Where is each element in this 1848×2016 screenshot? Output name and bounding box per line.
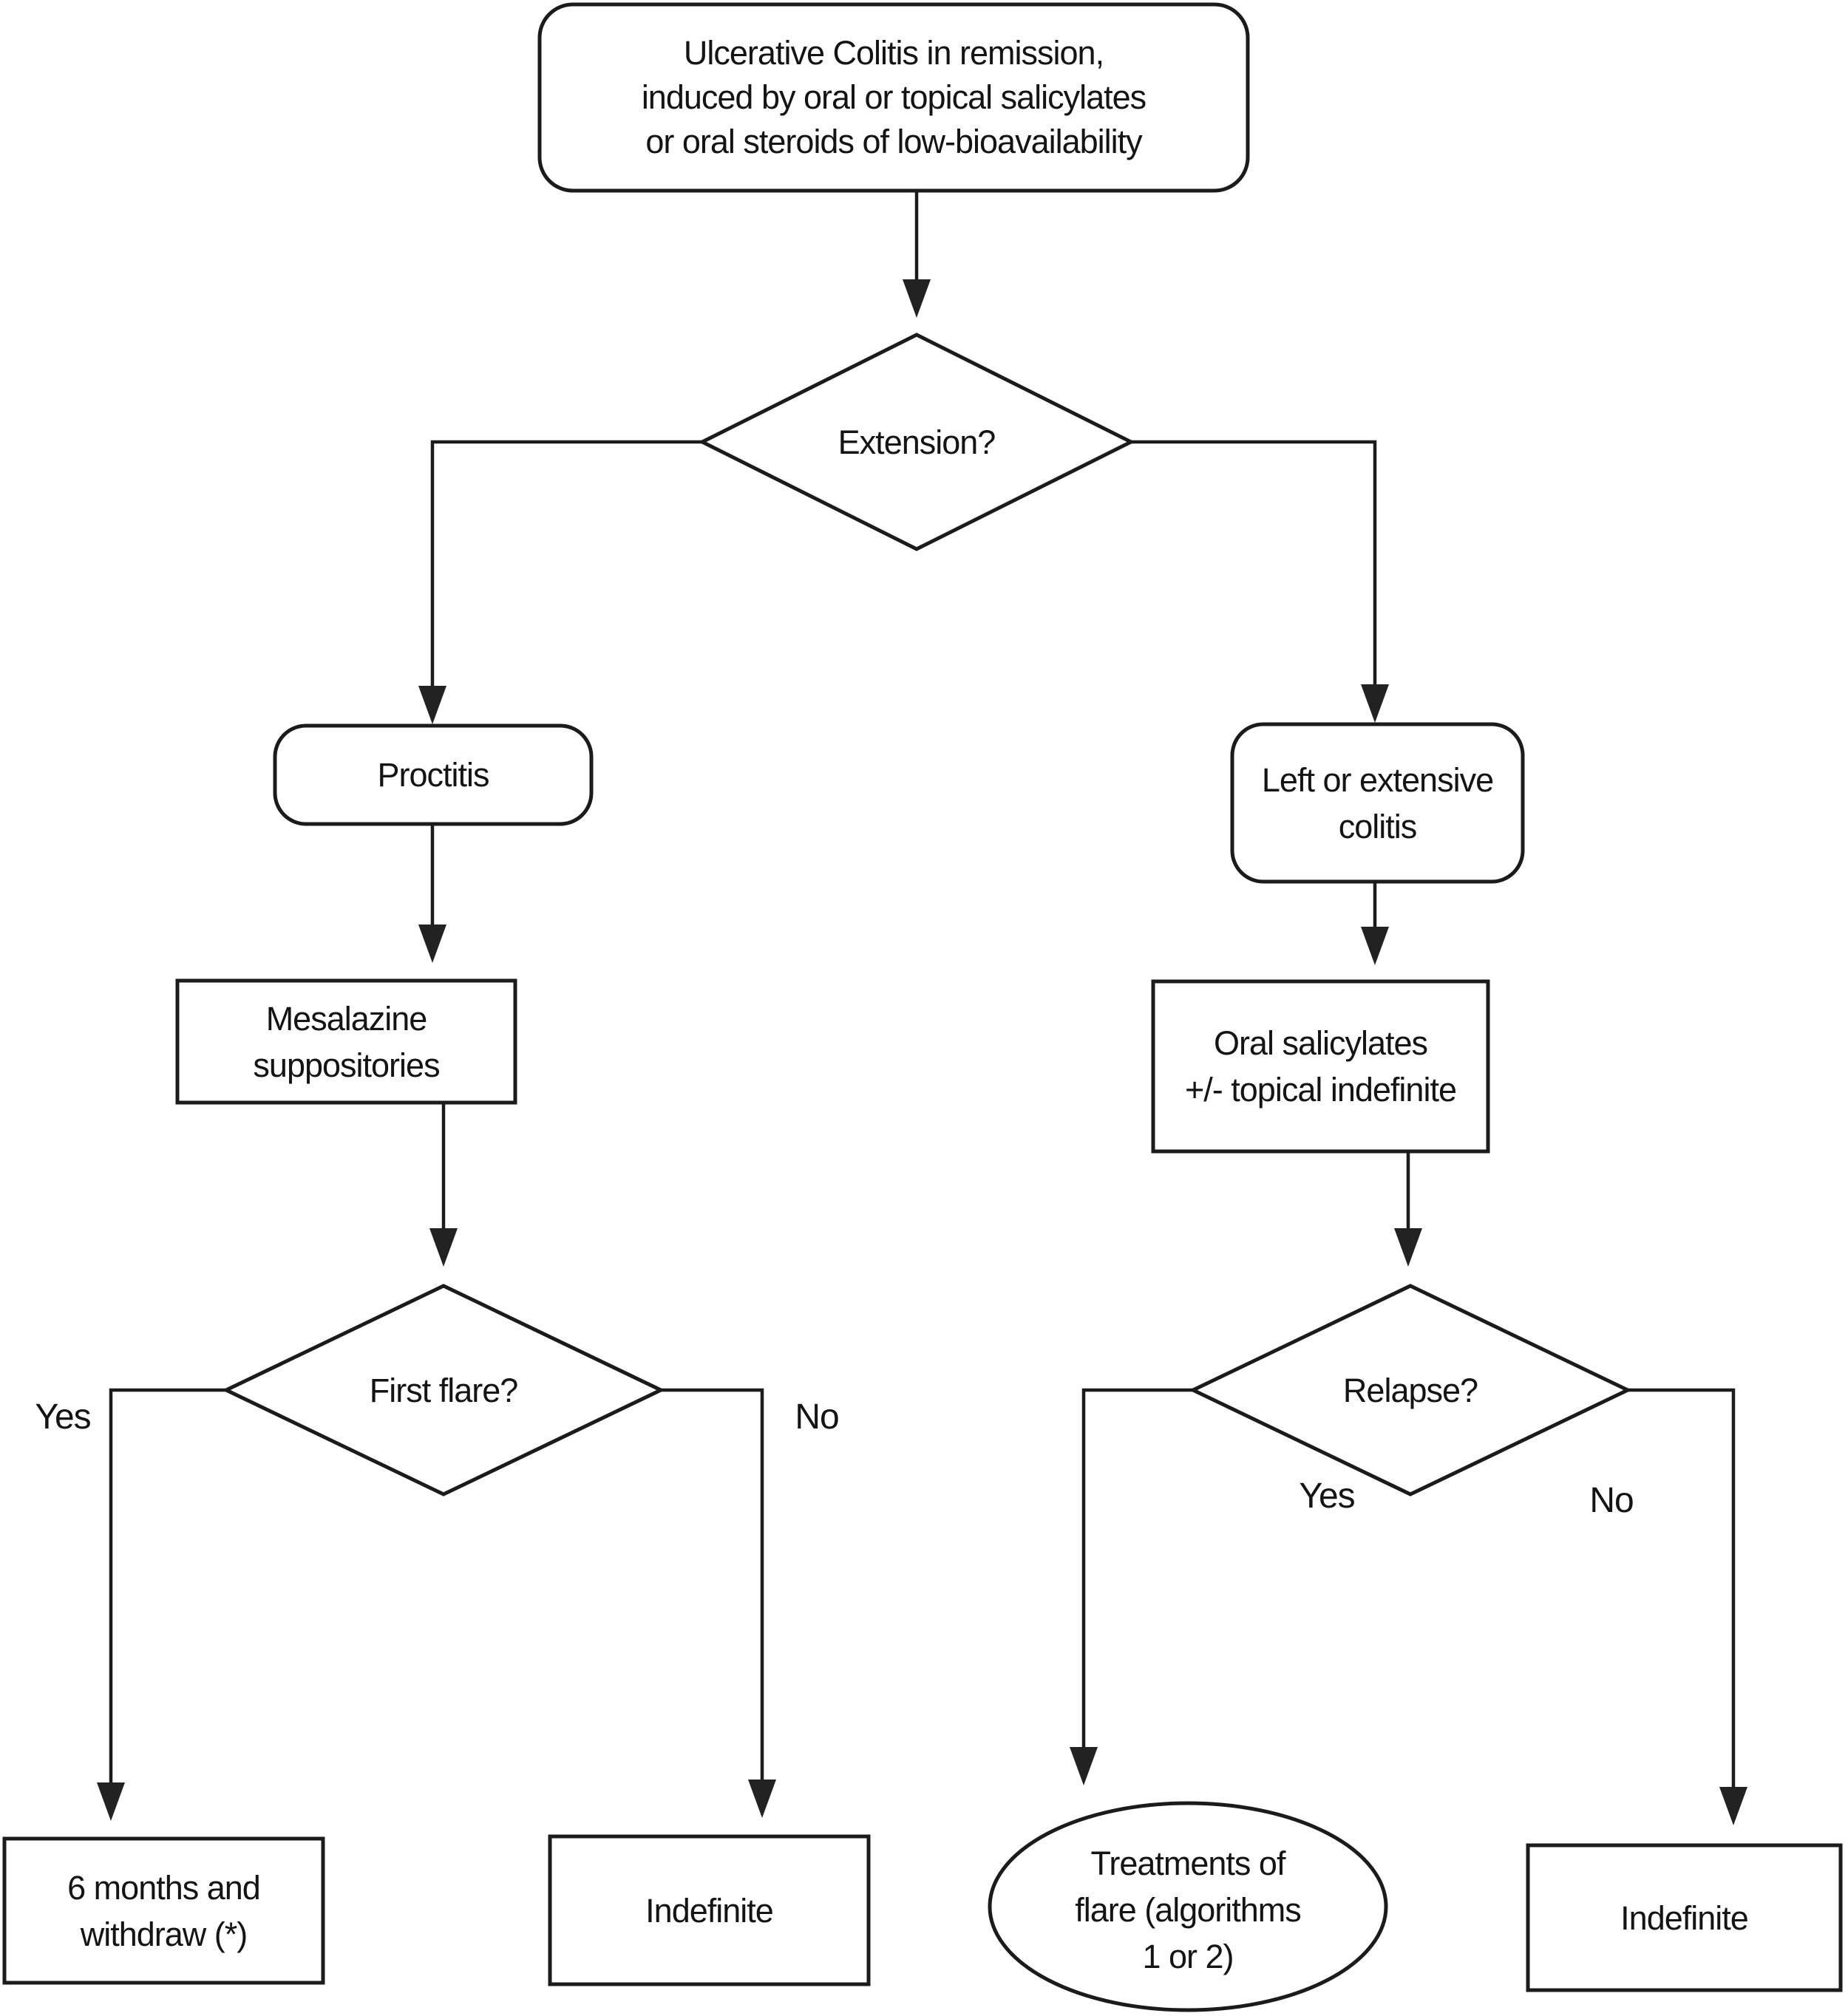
arrowhead-oral-to-relapse bbox=[1394, 1228, 1422, 1267]
arrowhead-left-colitis-to-oral bbox=[1361, 927, 1389, 965]
six-months-node-label: 6 months and withdraw (*) bbox=[67, 1868, 261, 1953]
indefinite-left-node-shape bbox=[548, 1834, 871, 1986]
edge-first-flare-no bbox=[661, 1388, 764, 1781]
arrowhead-first-flare-no bbox=[748, 1780, 776, 1818]
start-node-shape bbox=[537, 2, 1250, 193]
six-months-node-shape bbox=[2, 1836, 325, 1985]
first-flare-yes-label: Yes bbox=[35, 1397, 91, 1437]
proctitis-node-label: Proctitis bbox=[377, 756, 489, 794]
relapse-yes-label: Yes bbox=[1299, 1476, 1355, 1516]
relapse-no-label: No bbox=[1589, 1480, 1634, 1520]
first-flare-no-label: No bbox=[795, 1397, 839, 1437]
mesalazine-node-label: Mesalazine suppositories bbox=[253, 999, 440, 1084]
edge-extension-to-left-colitis bbox=[1131, 440, 1377, 686]
arrowhead-extension-to-proctitis bbox=[418, 686, 446, 724]
left-colitis-node-shape bbox=[1230, 722, 1525, 884]
oral-salicylates-node-label: Oral salicylates +/- topical indefinite bbox=[1185, 1024, 1457, 1109]
oral-salicylates-node-shape bbox=[1151, 979, 1490, 1154]
indefinite-right-node-shape bbox=[1526, 1843, 1843, 1992]
edge-extension-to-proctitis bbox=[430, 440, 702, 687]
indefinite-right-node-label: Indefinite bbox=[1620, 1898, 1749, 1937]
extension-decision-label: Extension? bbox=[838, 423, 996, 461]
edge-relapse-yes bbox=[1081, 1388, 1193, 1748]
arrowhead-extension-to-left-colitis bbox=[1361, 684, 1389, 723]
mesalazine-node-shape bbox=[175, 978, 517, 1105]
extension-decision-shape bbox=[698, 333, 1135, 551]
arrowhead-proctitis-to-mesalazine bbox=[418, 924, 446, 963]
arrowhead-relapse-no bbox=[1719, 1787, 1747, 1825]
arrowhead-relapse-yes bbox=[1070, 1747, 1098, 1785]
indefinite-left-node-label: Indefinite bbox=[645, 1891, 774, 1930]
left-colitis-node-label: Left or extensive colitis bbox=[1261, 760, 1494, 845]
relapse-decision-shape bbox=[1189, 1284, 1632, 1496]
treatments-flare-node-label: Treatments of flare (algorithms 1 or 2) bbox=[1075, 1844, 1302, 1975]
edge-first-flare-yes bbox=[109, 1388, 226, 1784]
treatments-flare-node-shape bbox=[988, 1801, 1388, 2012]
first-flare-decision-label: First flare? bbox=[369, 1371, 519, 1409]
edge-relapse-no bbox=[1628, 1388, 1736, 1788]
start-node-label: Ulcerative Colitis in remission, induced… bbox=[641, 34, 1146, 160]
arrowhead-first-flare-yes bbox=[97, 1782, 125, 1821]
arrowhead-mesalazine-to-first-flare bbox=[429, 1228, 458, 1267]
relapse-decision-label: Relapse? bbox=[1342, 1371, 1478, 1409]
first-flare-decision-shape bbox=[222, 1284, 665, 1496]
arrowhead-start-to-extension bbox=[903, 279, 931, 318]
